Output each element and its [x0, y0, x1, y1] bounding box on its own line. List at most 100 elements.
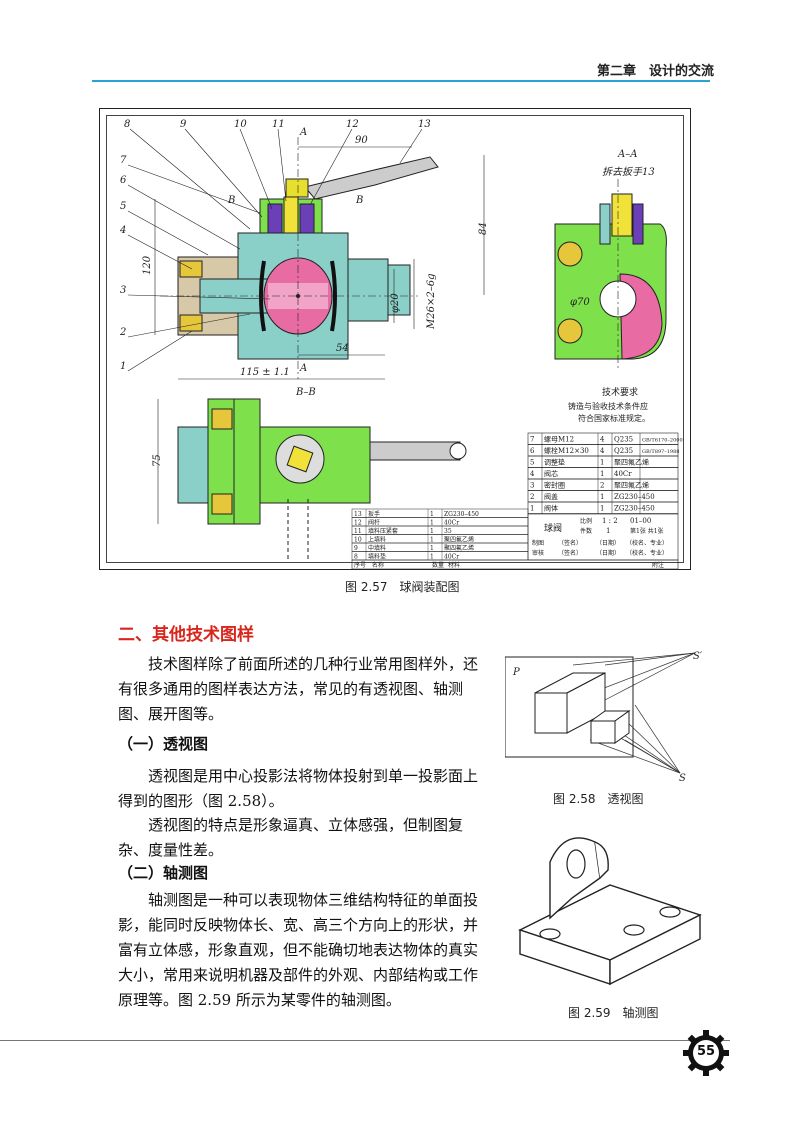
bom-cell: 阀盖 — [544, 492, 558, 501]
bom-row — [527, 501, 679, 514]
figure-2-57-caption: 图 2.57 球阀装配图 — [345, 580, 460, 594]
bom-cell: 阀杆 — [368, 519, 380, 527]
dim-phi70: φ70 — [570, 297, 590, 308]
section-mark-a-bottom: A — [299, 363, 307, 374]
bom-header-row — [351, 559, 679, 569]
page-number: 55 — [696, 1044, 716, 1059]
subheading-axonometric: （二）轴测图 — [118, 864, 209, 882]
bom-cell: 阀芯 — [544, 469, 558, 478]
bom-cell: 1 — [430, 554, 434, 561]
dim-90: 90 — [355, 135, 368, 146]
bom-cell: ZG230–450 — [614, 505, 655, 513]
part-no-4: 4 — [119, 225, 126, 236]
tech-requirements-title: 技术要求 — [602, 386, 638, 398]
station-point-label: S — [679, 773, 686, 784]
bom-cell: 10 — [354, 537, 362, 544]
bom-cell: 上填料 — [368, 536, 386, 544]
part-no-3: 3 — [120, 285, 126, 296]
bom-cell: 调整垫 — [544, 458, 565, 467]
qty-label: 件数 — [580, 527, 592, 535]
bom-cell: 35 — [444, 528, 452, 535]
part-no-9: 9 — [180, 119, 187, 130]
title-block-name: 球阀 — [544, 522, 562, 534]
checked-label: 审核 — [532, 549, 544, 557]
dim-phi20: φ20 — [390, 293, 401, 313]
bom-cell: 1 — [430, 545, 434, 552]
gear-icon — [683, 1030, 729, 1076]
axonometric-figure — [518, 837, 702, 986]
bom-cell: 1 — [600, 459, 604, 467]
qty-value: 1 — [606, 527, 610, 535]
bom-cell: 中填料 — [368, 544, 386, 552]
dim-120: 120 — [142, 255, 153, 275]
header-rule — [92, 80, 710, 82]
chapter-header: 第二章 设计的交流 — [596, 64, 714, 79]
bom-cell: 1 — [600, 470, 604, 478]
bom-cell: 1 — [600, 493, 604, 501]
bom-cell: 螺栓M12×30 — [544, 446, 589, 455]
bom-header-cell: 名称 — [372, 561, 384, 569]
bom-cell: 7 — [530, 436, 534, 444]
bom-cell: Q235 — [614, 447, 633, 455]
bom-cell: 40Cr — [444, 520, 459, 527]
assembly-drawing: 8 9 10 11 12 13 7 6 5 4 3 2 1 A A B B 90… — [99, 108, 691, 570]
bom-cell: ZG230–450 — [614, 493, 655, 501]
sheet-count: 第1张 共1张 — [630, 527, 664, 535]
part-no-7: 7 — [120, 155, 127, 166]
bom-header-cell: 序号 — [354, 561, 366, 569]
main-view — [127, 128, 485, 380]
section-mark-a-top: A — [299, 127, 307, 138]
part-no-10: 10 — [234, 119, 247, 130]
section-aa-label: A–A — [617, 149, 637, 160]
bom-cell: GB/T897–1988 — [642, 449, 679, 455]
bom-cell: 4 — [530, 470, 535, 478]
bom-cell: 填料垫 — [368, 553, 386, 561]
part-no-5: 5 — [120, 201, 126, 212]
bom-cell: 1 — [600, 505, 604, 513]
checked-sign: （签名） — [558, 549, 582, 557]
part-no-1: 1 — [120, 361, 126, 372]
bom-cell: 40Cr — [614, 470, 632, 478]
section-aa-subtitle: 拆去扳手13 — [602, 166, 655, 178]
bom-cell: 螺母M12 — [544, 435, 574, 444]
drawing-frame — [106, 115, 684, 563]
section-view-aa: A–A 拆去扳手13 φ70 — [554, 149, 667, 371]
section-mark-b-right: B — [355, 195, 363, 206]
bom-cell: 密封圈 — [544, 481, 565, 490]
scale-label: 比例 — [580, 517, 592, 525]
section-bb-label: B–B — [295, 387, 316, 398]
bom-cell: 1 — [430, 528, 434, 535]
part-no-6: 6 — [120, 175, 127, 186]
bom-header-cell: 附注 — [652, 561, 664, 569]
bom-cell: 聚四氟乙烯 — [614, 458, 649, 467]
dim-54: 54 — [336, 343, 349, 354]
bom-cell: 阀体 — [544, 504, 558, 513]
bom-cell: 13 — [354, 511, 362, 518]
bom-cell: 9 — [354, 545, 358, 552]
dim-84: 84 — [478, 222, 489, 235]
bom-cell: ZG230–450 — [444, 511, 479, 518]
bom-header-cell: 数量 — [432, 561, 444, 569]
bom-cell: 8 — [354, 554, 358, 561]
scale-value: 1 : 2 — [602, 517, 618, 525]
bom-cell: 填料压紧套 — [368, 527, 398, 535]
dim-115: 115 ± 1.1 — [240, 367, 290, 378]
checked-school: （校名、专业） — [626, 549, 668, 557]
part-no-8: 8 — [124, 119, 130, 130]
bom-cell: 2 — [530, 493, 534, 501]
bom-cell: 4 — [600, 436, 605, 444]
section-mark-b-left: B — [227, 195, 235, 206]
dim-m26: M26×2–6g — [426, 274, 437, 330]
part-no-13: 13 — [418, 119, 431, 130]
bom-cell: 3 — [530, 482, 534, 490]
bom-cell: 12 — [354, 520, 362, 527]
bom-cell: 4 — [600, 447, 605, 455]
bom-cell: Q235 — [614, 436, 633, 444]
figure-2-58-caption: 图 2.58 透视图 — [553, 792, 644, 806]
bom-cell: 1 — [530, 505, 534, 513]
bom-cell: 1 — [430, 511, 434, 518]
station-point-upper-label: S′ — [693, 651, 703, 662]
axonometric-paragraph: 轴测图是一种可以表现物体三维结构特征的单面投影，能同时反映物体长、宽、高三个方向… — [118, 891, 479, 1009]
